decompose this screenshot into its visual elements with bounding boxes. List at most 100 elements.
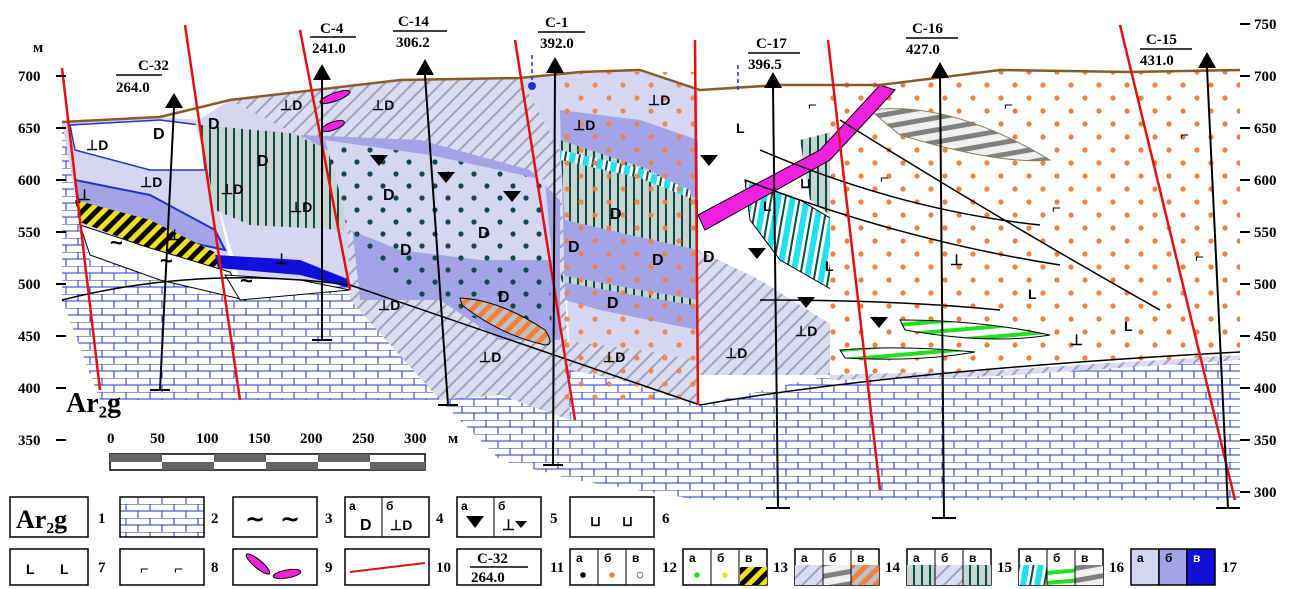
left-tick: 700 xyxy=(18,69,41,85)
sym-perp-d: ⊥D xyxy=(140,174,162,190)
sym-perp-d: ⊥D xyxy=(221,181,243,197)
legend-11-top: С-32 xyxy=(477,551,508,567)
right-tick: 450 xyxy=(1254,329,1277,345)
legend-sub: б xyxy=(386,499,393,513)
teal-dots-overlay xyxy=(325,140,552,330)
scale-tick: 200 xyxy=(300,431,323,447)
sym-d: D xyxy=(568,239,580,256)
right-tick: 650 xyxy=(1254,121,1277,137)
faults xyxy=(60,24,1237,501)
legend-4-perp-d: ⊥D xyxy=(390,517,412,533)
legend-num: 12 xyxy=(662,560,677,576)
legend-5-perp: ⊥ xyxy=(502,517,515,534)
c16-orange-dots xyxy=(830,70,1240,375)
legend-num: 2 xyxy=(211,511,219,527)
well-c4-name: С-4 xyxy=(320,21,344,37)
left-axis: м 700 650 600 550 500 450 400 350 xyxy=(18,40,66,449)
legend-8-sym: ⌐ xyxy=(140,561,149,578)
scale-unit: м xyxy=(448,431,458,447)
well-c4-depth: 241.0 xyxy=(312,41,346,57)
legend-sub: б xyxy=(498,499,505,513)
legend-sub: б xyxy=(941,551,948,565)
magenta-lens-1 xyxy=(319,89,351,105)
ground-surface xyxy=(61,68,1241,124)
green-stripe-lens-1 xyxy=(899,319,1051,340)
scale-tick: 50 xyxy=(150,431,165,447)
legend-9-lens xyxy=(272,568,302,580)
legend-2-swatch xyxy=(119,496,205,538)
well-c14-depth: 306.2 xyxy=(396,35,430,51)
sym-perp: ⊥ xyxy=(78,187,91,204)
scale-tick: 100 xyxy=(196,431,219,447)
sym-corner: L xyxy=(1028,286,1037,302)
legend: Ar₂g 1 2 ~ ~ 3 а б D ⊥D 4 а б ⊥ 5 ⊔ ⊔ 6 … xyxy=(9,496,1238,586)
right-axis: 750 700 650 600 550 500 450 400 350 300 xyxy=(1240,17,1277,501)
legend-11-bottom: 264.0 xyxy=(471,570,505,586)
left-tick: 650 xyxy=(18,121,41,137)
scale-tick: 300 xyxy=(404,431,427,447)
sym-d: D xyxy=(610,206,622,223)
legend-num: 8 xyxy=(211,560,219,576)
sym-d: D xyxy=(400,242,412,259)
legend-sub: б xyxy=(717,551,724,565)
legend-sub: а xyxy=(461,499,468,513)
legend-num: 17 xyxy=(1222,560,1238,576)
sym-hook: ⌐ xyxy=(880,170,889,187)
well-c14-name: С-14 xyxy=(398,14,429,30)
sym-perp-d: ⊥D xyxy=(573,117,595,133)
right-tick: 550 xyxy=(1254,225,1277,241)
legend-sub: а xyxy=(689,551,696,565)
legend-num: 3 xyxy=(325,511,333,527)
well-c16-name: С-16 xyxy=(912,21,943,37)
legend-7-sym: L xyxy=(60,561,69,577)
yellow-hatch-layer xyxy=(75,200,220,270)
sym-d: D xyxy=(703,249,715,266)
well-c32-depth: 264.0 xyxy=(116,80,150,96)
sym-perp-d: ⊥D xyxy=(648,92,670,108)
legend-sub: в xyxy=(632,551,639,565)
green-stripe-lens-2 xyxy=(839,347,976,360)
well-c1: С-1 392.0 xyxy=(538,15,585,466)
legend-3-sym: ~ xyxy=(245,505,265,533)
scale-tick: 150 xyxy=(248,431,271,447)
dark-blue-layer xyxy=(215,255,350,288)
well-c14: С-14 306.2 xyxy=(393,14,458,406)
grey-stripe-lens xyxy=(868,108,1052,162)
sym-tilde: ~ xyxy=(240,268,253,293)
basement-brick xyxy=(62,122,1240,500)
legend-sub: а xyxy=(576,551,583,565)
sym-d: D xyxy=(208,116,220,133)
sym-d: D xyxy=(257,153,269,170)
sym-perp: ⊥ xyxy=(168,227,181,244)
well-c1-depth: 392.0 xyxy=(540,36,574,52)
legend-8-sym: ⌐ xyxy=(174,561,183,578)
left-tick: 350 xyxy=(18,433,41,449)
formation-label: Ar₂g xyxy=(66,388,121,419)
right-tick: 350 xyxy=(1254,433,1277,449)
well-c15-name: С-15 xyxy=(1146,32,1177,48)
legend-num: 16 xyxy=(1109,560,1125,576)
sym-d: D xyxy=(498,289,510,306)
legend-num: 13 xyxy=(773,560,788,576)
c17-hatch-base xyxy=(698,250,840,375)
legend-num: 15 xyxy=(997,560,1012,576)
sym-perp-d: ⊥D xyxy=(378,297,400,313)
sym-perp-d: ⊥D xyxy=(795,323,817,339)
sym-d: D xyxy=(607,295,619,312)
triangle-markers xyxy=(370,155,888,328)
legend-6-sym: ⊔ xyxy=(590,513,601,529)
legend-sub: б xyxy=(1053,551,1060,565)
well-c16: С-16 427.0 xyxy=(906,21,958,519)
blue-marker xyxy=(528,82,536,90)
magenta-dike xyxy=(697,84,896,231)
legend-num: 7 xyxy=(98,560,106,576)
well-c17-depth: 396.5 xyxy=(748,57,782,73)
wells: С-32 264.0 С-4 241.0 С-14 306.2 С-1 3 xyxy=(116,14,1240,519)
left-tick: 550 xyxy=(18,225,41,241)
legend-sub: а xyxy=(913,551,920,565)
scale-tick: 250 xyxy=(352,431,375,447)
sym-perp-d: ⊥D xyxy=(86,137,108,153)
legend-num: 9 xyxy=(325,560,333,576)
right-tick: 300 xyxy=(1254,485,1277,501)
